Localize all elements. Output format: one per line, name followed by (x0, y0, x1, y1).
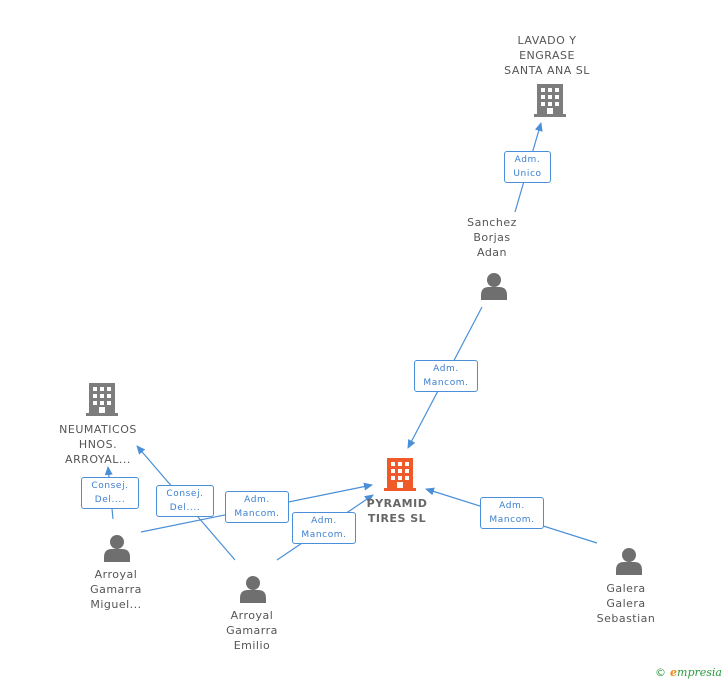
empresia-logo: ©empresia (655, 666, 722, 679)
node-label-galera[interactable]: Galera Galera Sebastian (596, 582, 656, 625)
brand-initial: e (670, 666, 678, 679)
node-label-lavado[interactable]: LAVADO Y ENGRASE SANTA ANA SL (504, 34, 590, 77)
node-label-miguel[interactable]: Arroyal Gamarra Miguel... (90, 568, 142, 611)
building-icon (86, 383, 118, 416)
node-label-neumaticos[interactable]: NEUMATICOS HNOS. ARROYAL... (59, 423, 137, 466)
copyright-symbol: © (655, 666, 667, 679)
brand-name: mpresia (677, 666, 722, 679)
role-badge-sanchez-pyramid[interactable]: Adm. Mancom. (414, 360, 478, 392)
role-line1: Consej. (91, 481, 129, 491)
role-line2: Unico (513, 169, 542, 179)
role-line1: Adm. (244, 495, 270, 505)
role-line1: Adm. (499, 501, 525, 511)
role-badge-sanchez-lavado[interactable]: Adm. Unico (504, 151, 551, 183)
role-badge-emilio-pyramid[interactable]: Adm. Mancom. (292, 512, 356, 544)
role-line2: Mancom. (301, 530, 347, 540)
node-label-sanchez[interactable]: Sanchez Borjas Adan (467, 216, 517, 259)
role-line2: Del.... (94, 495, 126, 505)
role-line1: Adm. (311, 516, 337, 526)
role-line1: Adm. (514, 155, 541, 165)
role-line2: Del.... (169, 503, 201, 513)
building-icon (534, 84, 566, 117)
person-icon (240, 576, 266, 603)
role-line2: Mancom. (423, 378, 469, 388)
role-line1: Consej. (166, 489, 204, 499)
node-label-emilio[interactable]: Arroyal Gamarra Emilio (226, 609, 278, 652)
role-badge-miguel-pyramid[interactable]: Adm. Mancom. (225, 491, 289, 523)
role-line2: Mancom. (489, 515, 535, 525)
role-line1: Adm. (433, 364, 459, 374)
role-badge-galera-pyramid[interactable]: Adm. Mancom. (480, 497, 544, 529)
person-icon (616, 548, 642, 575)
role-badge-miguel-neumaticos[interactable]: Consej. Del.... (81, 477, 139, 509)
node-label-pyramid[interactable]: PYRAMID TIRES SL (366, 497, 428, 525)
role-badge-emilio-neumaticos[interactable]: Consej. Del.... (156, 485, 214, 517)
person-icon (104, 535, 130, 562)
main-building-icon (384, 458, 416, 491)
role-line2: Mancom. (234, 509, 280, 519)
person-icon (481, 273, 507, 300)
